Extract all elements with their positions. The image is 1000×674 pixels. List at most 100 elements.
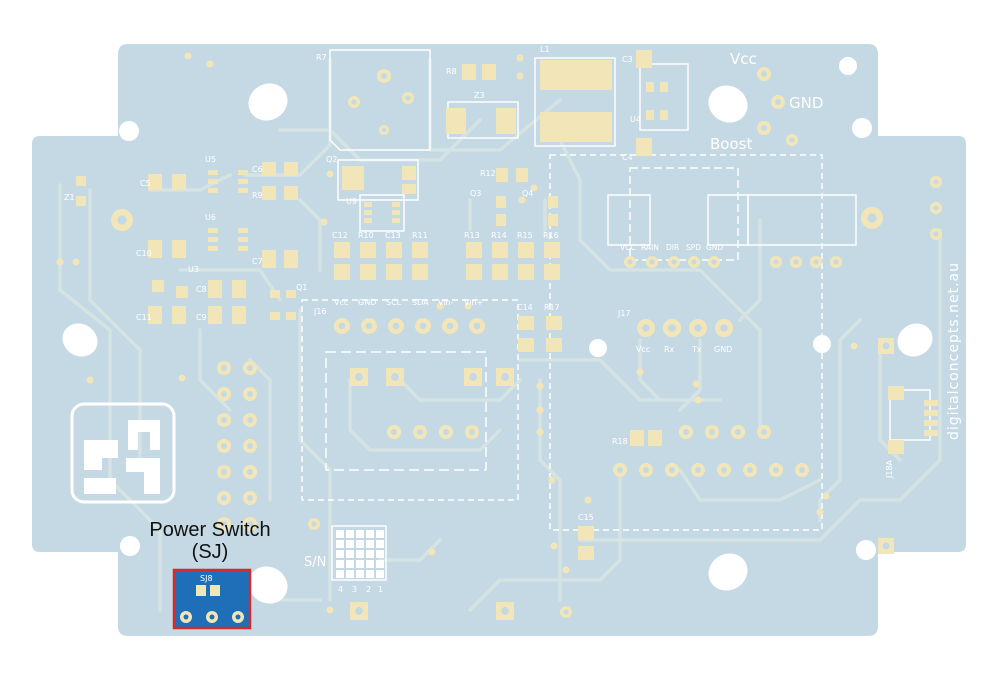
smd-pad <box>208 170 218 175</box>
serial-grid-cell <box>376 550 384 558</box>
drill-hole <box>247 365 253 371</box>
refdes-r12: R12 <box>480 169 496 178</box>
sensor-pin-label: VCC <box>620 243 636 252</box>
refdes-q2: Q2 <box>326 155 337 164</box>
refdes-r7: R7 <box>316 53 327 62</box>
sensor-pin-label: RAIN <box>641 243 659 252</box>
refdes-u4: U4 <box>630 115 641 124</box>
serial-grid-cell <box>346 530 354 538</box>
drill-hole <box>247 469 253 475</box>
smd-pad <box>284 162 298 176</box>
smd-pad <box>270 290 280 298</box>
refdes-c15: C15 <box>578 513 594 522</box>
j16-pin-label: SCL <box>386 298 402 307</box>
sensor-pin-label: SPD <box>686 243 701 252</box>
drill-hole <box>711 259 717 265</box>
serial-grid-cell <box>376 540 384 548</box>
drill-hole <box>867 213 877 223</box>
diode-pad <box>496 108 516 134</box>
refdes-u5: U5 <box>205 155 216 164</box>
drill-hole <box>793 259 799 265</box>
refdes-r15: R15 <box>517 231 533 240</box>
refdes-c11: C11 <box>136 313 152 322</box>
drill-hole <box>446 322 454 330</box>
smd-pad <box>148 174 162 190</box>
drill-hole <box>381 127 387 133</box>
refdes-u3: U3 <box>188 265 199 274</box>
serial-grid-cell <box>346 540 354 548</box>
via <box>56 258 64 266</box>
refdes-u6: U6 <box>205 213 216 222</box>
serial-grid-cell <box>376 530 384 538</box>
via <box>636 368 644 376</box>
via <box>694 396 702 404</box>
drill-hole <box>419 322 427 330</box>
smd-pad <box>636 138 652 156</box>
smd-pad <box>232 306 246 324</box>
smd-pad <box>630 430 644 446</box>
smd-pad <box>208 228 218 233</box>
drill-hole <box>668 324 676 332</box>
sensor-pin-label: GND <box>706 243 723 252</box>
smd-pad <box>496 214 506 226</box>
smd-pad <box>544 264 560 280</box>
silkscreen-outlines <box>70 49 931 581</box>
smd-pad <box>924 430 938 436</box>
smd-pad <box>636 50 652 68</box>
j17-pin-label: Rx <box>664 345 675 354</box>
refdes-q1: Q1 <box>296 283 307 292</box>
j17-pin-label: Vcc <box>636 345 650 354</box>
via <box>184 52 192 60</box>
smd-pad <box>364 218 372 223</box>
via <box>516 72 524 80</box>
serial-digit: 4 <box>338 585 343 594</box>
refdes-c6: C6 <box>252 165 263 174</box>
drill-hole <box>221 365 227 371</box>
refdes-r14: R14 <box>491 231 507 240</box>
smd-pad <box>492 242 508 258</box>
drill-hole <box>694 324 702 332</box>
refdes-r13: R13 <box>464 231 480 240</box>
drill-hole <box>392 322 400 330</box>
via <box>530 184 538 192</box>
smd-pad <box>546 316 562 330</box>
via <box>816 508 824 516</box>
drill-hole <box>882 542 890 550</box>
smd-pad <box>888 440 904 454</box>
drill-hole <box>247 417 253 423</box>
drill-hole <box>247 443 253 449</box>
smd-pad <box>496 168 508 182</box>
drill-hole <box>933 231 939 237</box>
drill-hole <box>720 324 728 332</box>
via <box>536 428 544 436</box>
refdes-r16: R16 <box>543 231 559 240</box>
drill-hole <box>365 322 373 330</box>
vcc-label: Vcc <box>730 50 757 68</box>
smd-pad <box>518 338 534 352</box>
via <box>536 406 544 414</box>
power-switch-sj8: SJ8 <box>172 568 252 630</box>
smd-pad <box>262 186 276 200</box>
smd-pad <box>360 264 376 280</box>
drill-hole <box>775 99 781 105</box>
smd-pad <box>208 188 218 193</box>
smd-pad <box>152 280 164 292</box>
smd-pad <box>172 240 186 258</box>
serial-grid-cell <box>336 560 344 568</box>
smd-pad <box>238 170 248 175</box>
via <box>550 542 558 550</box>
serial-grid-cell <box>366 530 374 538</box>
drill-hole <box>933 179 939 185</box>
via <box>326 606 334 614</box>
drill-hole <box>761 71 767 77</box>
via <box>536 382 544 390</box>
smd-pad <box>518 316 534 330</box>
smd-pad <box>518 242 534 258</box>
via <box>822 492 830 500</box>
smd-pad <box>364 210 372 215</box>
smd-pad <box>148 240 162 258</box>
board-logo <box>84 420 160 494</box>
drill-hole <box>473 322 481 330</box>
serial-grid-cell <box>346 570 354 578</box>
drill-hole <box>617 467 623 473</box>
